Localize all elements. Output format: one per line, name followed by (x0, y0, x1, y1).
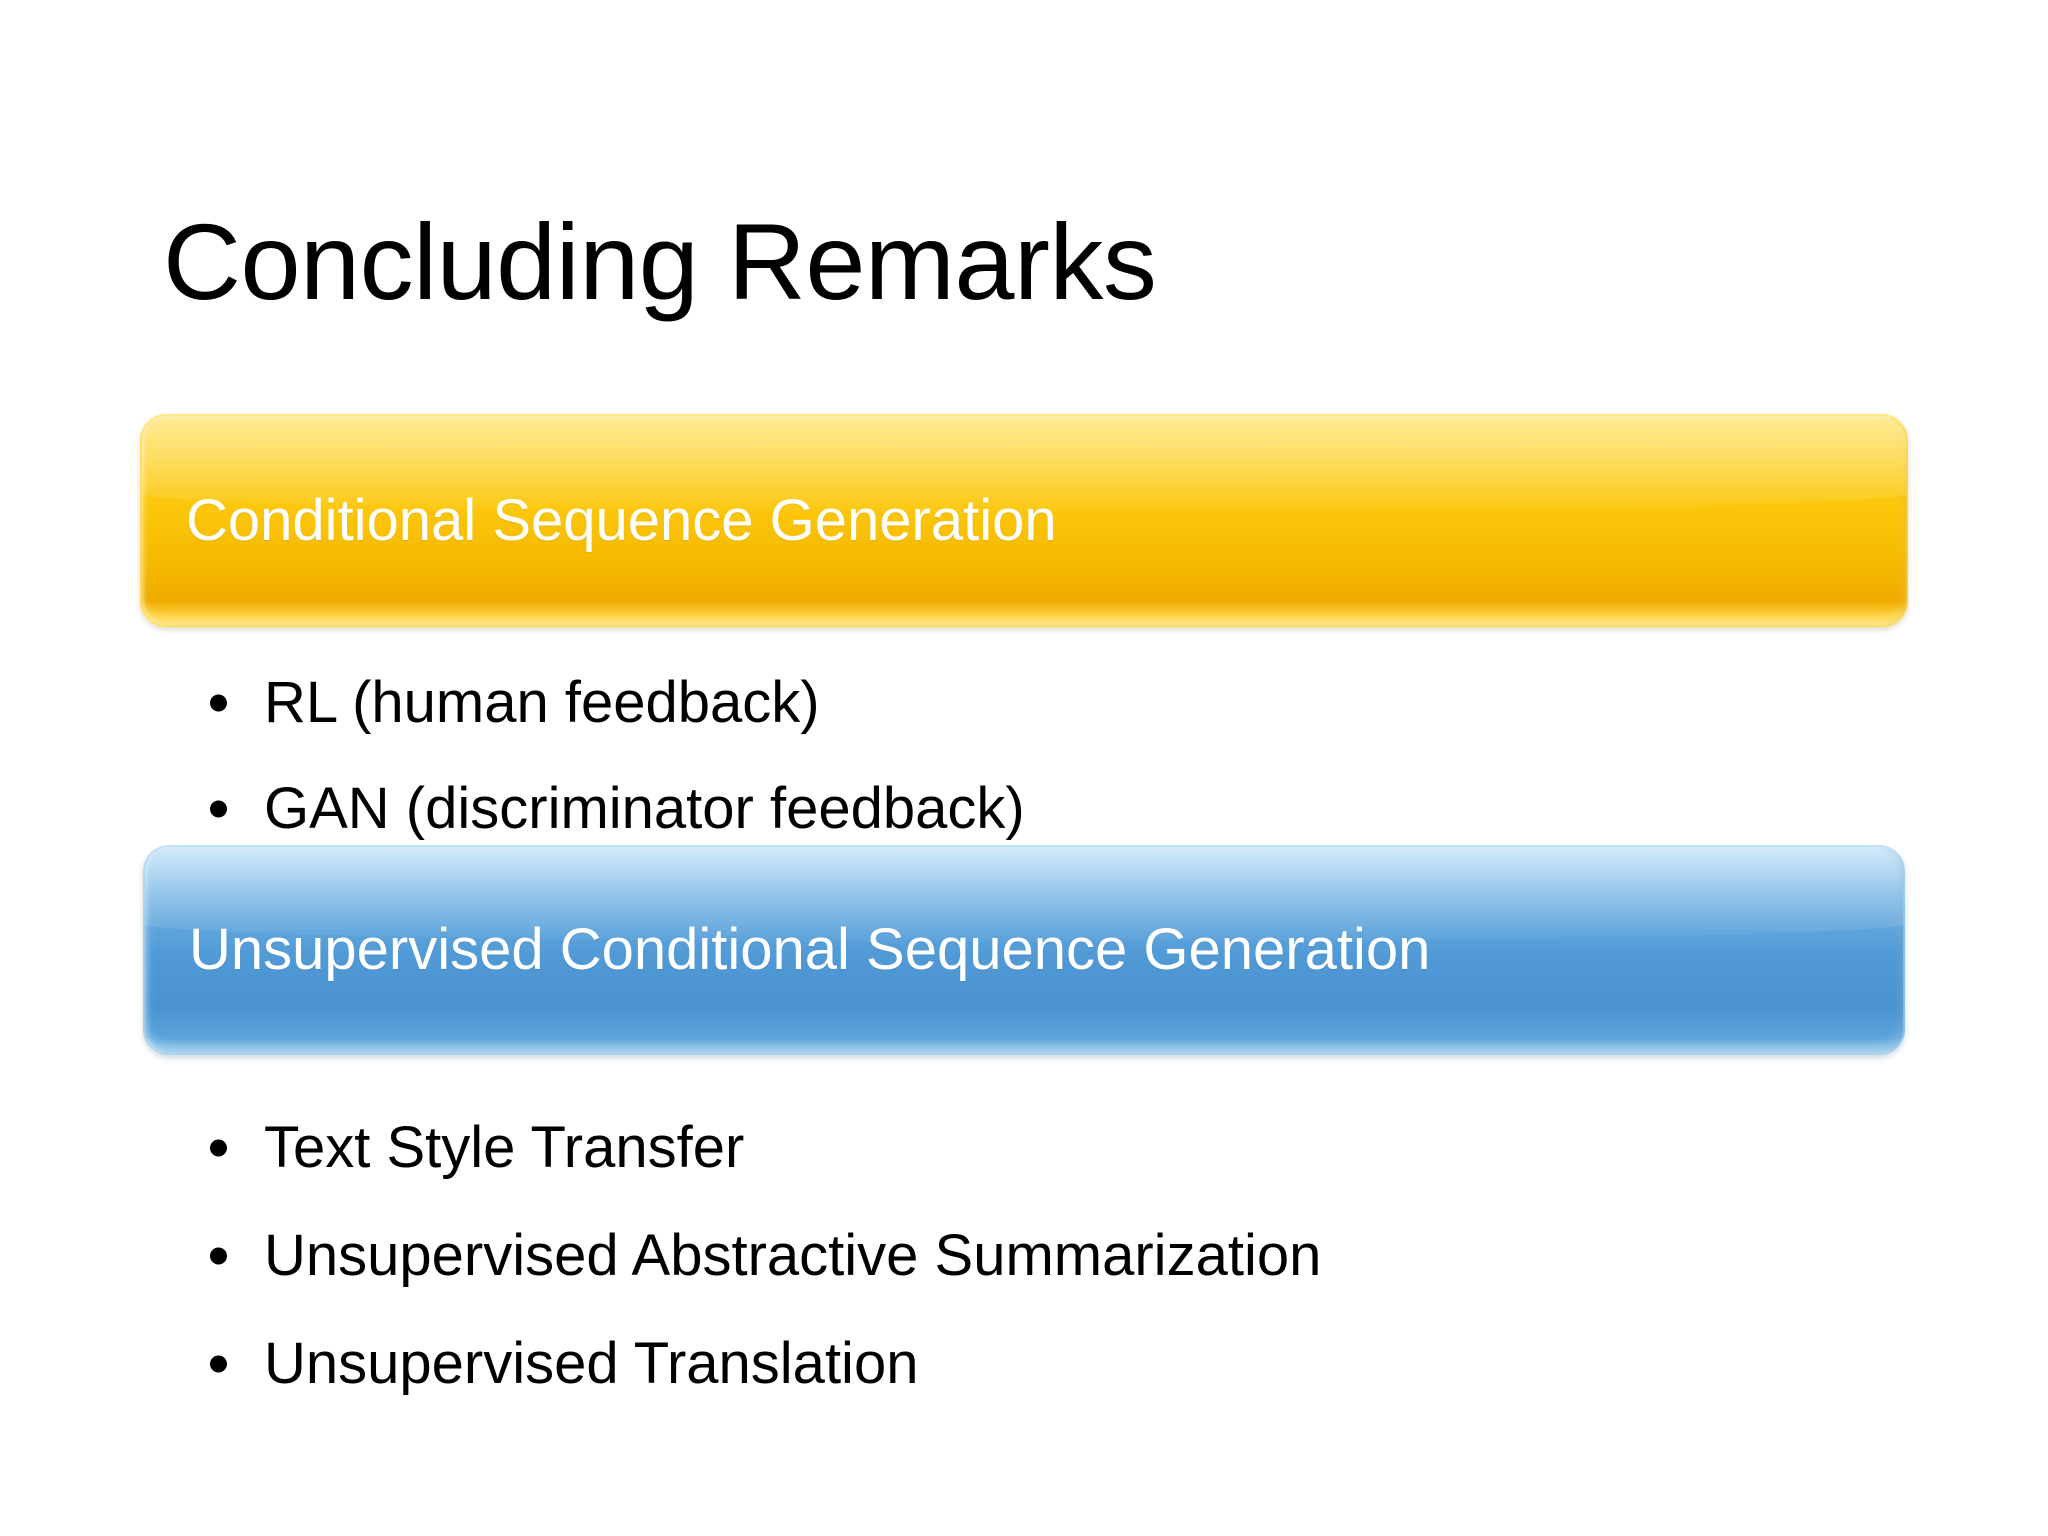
banner-conditional-sequence-generation: Conditional Sequence Generation (140, 414, 1908, 627)
bullet-dot-icon (210, 1247, 227, 1265)
banner-label-conditional: Conditional Sequence Generation (186, 487, 1057, 553)
list-item: RL (human feedback) (202, 650, 1025, 756)
list-item: Unsupervised Abstractive Summarization (202, 1202, 1321, 1310)
bullet-dot-icon (210, 1355, 227, 1373)
list-item: Unsupervised Translation (202, 1310, 1321, 1418)
list-item-label: Text Style Transfer (264, 1115, 745, 1180)
page-title: Concluding Remarks (163, 201, 1157, 323)
list-item-label: RL (human feedback) (264, 670, 820, 735)
bullet-dot-icon (210, 800, 227, 818)
banner-unsupervised-conditional-sequence-generation: Unsupervised Conditional Sequence Genera… (143, 845, 1905, 1055)
list-item: GAN (discriminator feedback) (202, 756, 1025, 862)
bullet-list-unsupervised: Text Style Transfer Unsupervised Abstrac… (202, 1094, 1321, 1418)
list-item: Text Style Transfer (202, 1094, 1321, 1202)
bullet-dot-icon (210, 694, 227, 712)
bullet-list-conditional: RL (human feedback) GAN (discriminator f… (202, 650, 1025, 862)
list-item-label: Unsupervised Abstractive Summarization (264, 1223, 1322, 1288)
banner-label-unsupervised: Unsupervised Conditional Sequence Genera… (189, 917, 1431, 982)
list-item-label: Unsupervised Translation (264, 1331, 919, 1396)
list-item-label: GAN (discriminator feedback) (264, 776, 1025, 841)
bullet-dot-icon (210, 1139, 227, 1157)
